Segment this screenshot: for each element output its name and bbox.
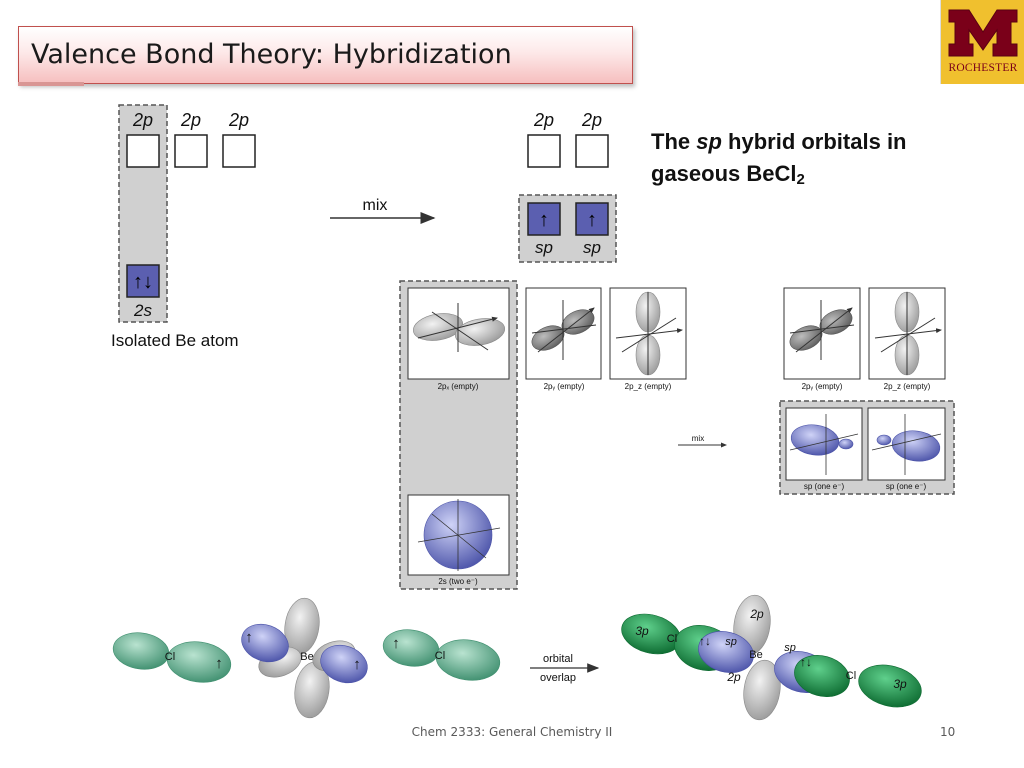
- sp-electron-b: ↑: [587, 209, 597, 231]
- sp-label-overlap-a: sp: [725, 636, 737, 648]
- sp-label-overlap-b: sp: [784, 642, 796, 654]
- logo-word: ROCHESTER: [948, 62, 1018, 74]
- caption-line2: gaseous BeCl: [651, 161, 797, 186]
- top-mix-arrow: mix: [330, 197, 436, 224]
- cap-2s: 2s (two e⁻): [438, 577, 478, 586]
- cap-right-2pz: 2p_z (empty): [884, 382, 931, 391]
- bonding-after-overlap: 2p 2p 3p 3p Cl Cl Be sp sp ↑↓ ↑↓: [621, 594, 922, 721]
- be-electron-b: ↑: [353, 656, 361, 673]
- label-2p-a: 2p: [132, 110, 153, 130]
- cap-2py: 2pᵧ (empty): [544, 382, 585, 391]
- cap-sp-a: sp (one e⁻): [804, 482, 845, 491]
- slide-title: Valence Bond Theory: Hybridization: [31, 39, 512, 70]
- slide-footer: Chem 2333: General Chemistry II: [411, 725, 613, 739]
- top-mix-label: mix: [363, 197, 388, 214]
- label-3p-left: 3p: [635, 624, 649, 638]
- cap-2px: 2pₓ (empty): [438, 382, 479, 391]
- cap-2pz: 2p_z (empty): [625, 382, 672, 391]
- isolated-be-caption: Isolated Be atom: [111, 331, 239, 350]
- slide-title-box: Valence Bond Theory: Hybridization: [18, 26, 633, 84]
- hybrid-orbitals-panel: 2pᵧ (empty) 2p_z (empty) sp (one e⁻) sp …: [779, 287, 955, 495]
- cl-label-overlap-left: Cl: [667, 633, 677, 645]
- label-2p-bottom: 2p: [726, 670, 741, 684]
- cap-sp-b: sp (one e⁻): [886, 482, 927, 491]
- cl-label-right: Cl: [435, 650, 445, 662]
- pair-overlap-left: ↑↓: [699, 634, 711, 648]
- electron-pair: ↑↓: [133, 271, 153, 293]
- atomic-orbitals-panel: 2pₓ (empty) 2pᵧ (empty) 2p_z (empty) 2s …: [399, 280, 687, 590]
- mid-mix-arrow: mix: [678, 434, 727, 448]
- be-label-left: Be: [300, 651, 313, 663]
- hybridized-be-panel: 2p 2p ↑ ↑ sp sp: [518, 110, 617, 263]
- university-logo: ROCHESTER: [940, 0, 1024, 84]
- right-2p-a: 2p: [533, 110, 554, 130]
- block-m-logo-icon: [948, 9, 1018, 57]
- page-number: 10: [940, 725, 956, 739]
- sp-label-a: sp: [535, 238, 553, 257]
- caption-post: hybrid orbitals in: [721, 129, 907, 154]
- title-accent: [18, 82, 84, 86]
- mid-mix-label: mix: [692, 434, 704, 443]
- figure-caption: The sp hybrid orbitals in gaseous BeCl2: [651, 126, 907, 196]
- overlap-label-2: overlap: [540, 672, 576, 684]
- label-3p-right: 3p: [893, 677, 907, 691]
- caption-sub: 2: [796, 171, 805, 188]
- sp-label-b: sp: [583, 238, 601, 257]
- cap-right-2py: 2pᵧ (empty): [802, 382, 843, 391]
- overlap-label-1: orbital: [543, 653, 573, 665]
- bonding-before-overlap: Cl ↑ Be ↑ ↑ Cl ↑: [112, 597, 501, 719]
- pair-overlap-right: ↑↓: [800, 655, 812, 669]
- be-label-overlap: Be: [749, 649, 762, 661]
- cl-electron-right: ↑: [392, 635, 400, 652]
- label-2p-top: 2p: [749, 607, 764, 621]
- label-2p-b: 2p: [180, 110, 201, 130]
- label-2s: 2s: [133, 301, 152, 320]
- caption-em: sp: [696, 129, 722, 154]
- overlap-arrow: orbital overlap: [530, 653, 600, 684]
- cl-label-left: Cl: [165, 651, 175, 663]
- isolated-be-panel: 2p 2p 2p ↑↓ 2s Isolated Be atom: [111, 104, 256, 350]
- cl-label-overlap-right: Cl: [846, 670, 856, 682]
- right-2p-b: 2p: [581, 110, 602, 130]
- cl-electron-left: ↑: [215, 655, 223, 672]
- be-electron-a: ↑: [245, 629, 253, 646]
- caption-pre: The: [651, 129, 697, 154]
- label-2p-c: 2p: [228, 110, 249, 130]
- sp-electron-a: ↑: [539, 209, 549, 231]
